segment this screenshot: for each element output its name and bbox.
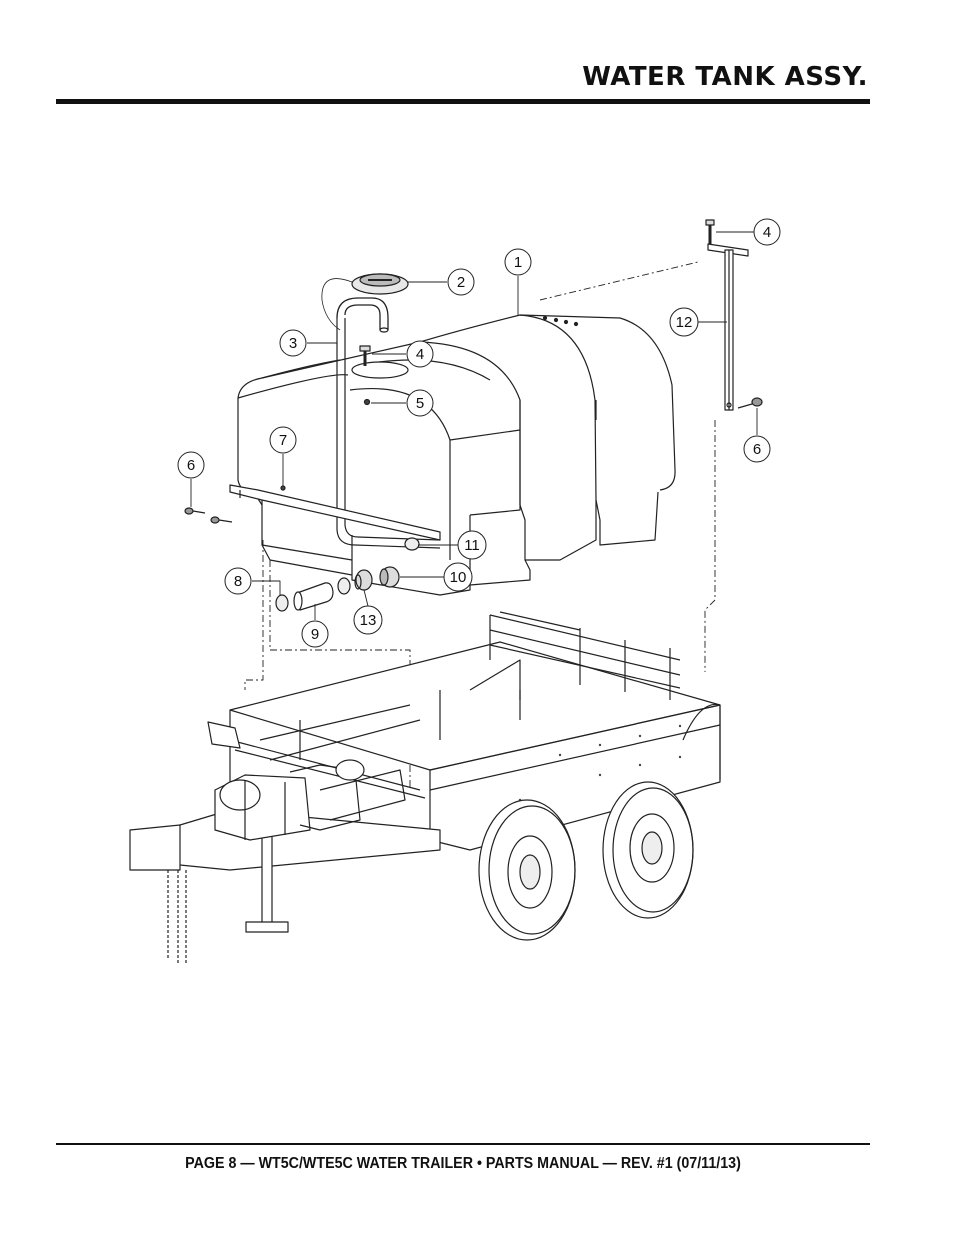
callout-5-label: 5 (416, 395, 424, 412)
callout-3-label: 3 (289, 335, 297, 352)
header-rule (56, 99, 870, 104)
callout-6-left-label: 6 (187, 457, 195, 474)
footer-rule (56, 1143, 870, 1145)
screw-right (737, 397, 763, 409)
trailer (129, 611, 721, 965)
bolt-right (705, 219, 715, 244)
callout-10-label: 10 (450, 569, 467, 586)
callout-7-label: 7 (279, 432, 287, 449)
nut (363, 398, 371, 406)
outlet-fittings (337, 537, 420, 595)
callout-11-label: 11 (464, 537, 480, 554)
leader-lines (190, 231, 758, 620)
page-footer: PAGE 8 — WT5C/WTE5C WATER TRAILER • PART… (185, 1155, 741, 1172)
callout-12: 12 (669, 307, 699, 337)
callout-7: 7 (269, 426, 297, 454)
callout-6-left: 6 (177, 451, 205, 479)
callout-1-label: 1 (514, 254, 522, 271)
callout-13-label: 13 (360, 612, 377, 629)
bolt-center (359, 345, 371, 366)
callout-12-label: 12 (676, 314, 693, 331)
vent-tube (344, 304, 381, 330)
fill-opening (351, 361, 409, 379)
callout-8-label: 8 (234, 573, 242, 590)
callout-4-center: 4 (406, 340, 434, 368)
callout-8: 8 (224, 567, 252, 595)
water-tank (237, 314, 676, 596)
rear-wheel (602, 781, 694, 919)
trailer-tongue (129, 809, 441, 871)
callout-1: 1 (504, 248, 532, 276)
callout-5: 5 (406, 389, 434, 417)
callout-4-center-label: 4 (416, 346, 424, 363)
callout-2-label: 2 (457, 274, 465, 291)
callout-6-right-label: 6 (753, 441, 761, 458)
page-title: WATER TANK ASSY. (582, 62, 868, 92)
hitch-coupler (129, 824, 181, 871)
tank-cap (351, 273, 409, 295)
callout-11: 11 (457, 530, 487, 560)
safety-chains (167, 870, 187, 965)
hose-clamp (275, 594, 289, 612)
callout-6-right: 6 (743, 435, 771, 463)
front-wheel (478, 799, 576, 941)
callout-4-right: 4 (753, 218, 781, 246)
cap-tether (321, 278, 353, 331)
callout-9-label: 9 (311, 626, 319, 643)
pump-engine (207, 721, 406, 841)
callout-4-right-label: 4 (763, 224, 771, 241)
screw-left (184, 507, 233, 524)
callout-9: 9 (301, 620, 329, 648)
front-mount-bracket (229, 484, 441, 541)
tie-down-strap (707, 243, 749, 411)
washer (280, 485, 286, 491)
callout-3: 3 (279, 329, 307, 357)
hose (293, 582, 334, 611)
callout-10: 10 (443, 562, 473, 592)
callout-13: 13 (353, 605, 383, 635)
callout-2: 2 (447, 268, 475, 296)
